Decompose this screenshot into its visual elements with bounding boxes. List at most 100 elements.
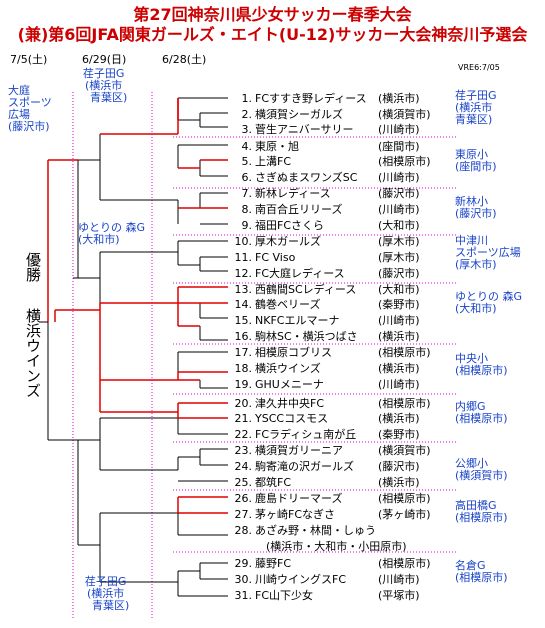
team-number: 6. [241,171,253,184]
team-number: 8. [241,203,253,216]
group-venue-line: (相模原市) [455,571,508,584]
team-number: 29. [234,557,253,570]
group-venue: 名倉G(相模原市) [455,560,508,584]
team-row: 29.藤野FC(相模原市) [228,557,431,570]
team-city: (平塚市) [378,589,420,602]
team-name: 相模原コブリス [255,346,332,359]
title-line1: 第27回神奈川県少女サッカー春季大会 [133,5,412,24]
team-city: (横須賀市) [378,444,431,457]
team-number: 18. [234,362,253,375]
team28-cities: (横浜市・大和市・小田原市) [266,540,407,553]
group-venue: 荏子田G(横浜市青葉区) [455,90,497,126]
team-number: 12. [234,267,253,280]
team-number: 22. [234,428,253,441]
team-row: 28.あざみ野・林間・しゅう [228,524,377,537]
group-venue-line: 荏子田G [455,89,497,102]
group-venue: 公郷小(横須賀市) [455,458,508,482]
team-city: (横浜市) [378,412,420,425]
team-city: (相模原市) [378,155,431,168]
team-name: 駒林SC・横浜つばさ [255,330,358,343]
team-row: 5.上溝FC(相模原市) [228,155,431,168]
team-number: 24. [234,460,253,473]
team-name: 西鶴間SCレディース [255,283,357,296]
group-venue-line: 高田橋G [455,499,497,512]
team-row: 26.鹿島ドリーマーズ(相模原市) [228,492,431,505]
team-city: (横浜市) [378,476,420,489]
team-number: 31. [234,589,253,602]
team-row: 4.東原・旭(座間市) [228,140,420,153]
team-name: 福田FCさくら [255,219,325,232]
date-header-round1: 6/28(土) [162,53,207,66]
group-venue-line: (相模原市) [455,412,508,425]
venue-round2-yutori: ゆとりの 森G (大和市) [78,221,146,246]
group-venue-line: (横須賀市) [455,469,508,482]
team-row: 19.GHUメニーナ(川崎市) [228,378,420,391]
team-name: 横須賀ガリーニア [255,444,343,457]
team-number: 26. [234,492,253,505]
team-name: あざみ野・林間・しゅう [255,524,376,537]
team-city: (横浜市) [378,330,420,343]
team-name: 東原・旭 [255,140,299,153]
team-number: 13. [234,283,253,296]
group-venue: 内郷G(相模原市) [455,401,508,425]
team-number: 3. [241,123,253,136]
team-row: 23.横須賀ガリーニア(横須賀市) [228,444,431,457]
team-row: 15.NKFCエルマーナ(川崎市) [228,314,420,327]
team-number: 11. [234,251,253,264]
team-number: 7. [241,187,253,200]
team-row: 22.FCラディシュ南が丘(秦野市) [228,428,420,441]
team-city: (川崎市) [378,123,420,136]
team-name: 津久井中央FC [255,397,325,410]
team-name: さぎぬまスワンズSC [255,171,358,184]
team-city: (茅ヶ崎市) [378,508,431,521]
team-number: 27. [234,508,253,521]
team-row: 1.FCすすき野レディース (横浜市) [228,92,420,105]
team-row: 21.YSCCコスモス(横浜市) [228,412,420,425]
team-name: 藤野FC [255,557,292,570]
team-name: FCラディシュ南が丘 [255,428,357,441]
date-header-round2: 6/29(日) [82,53,127,66]
team-number: 1. [241,92,253,105]
team-name: 茅ヶ崎FCなぎさ [255,508,336,521]
team-name: FCすすき野レディース [255,92,367,105]
team-name: 横須賀シーガルズ [255,108,343,121]
group-venue: 中央小(相模原市) [455,353,508,377]
team-row: 18.横浜ウインズ (横浜市) [228,362,420,375]
team-city: (藤沢市) [378,460,420,473]
group-venue: ゆとりの 森G(大和市) [455,291,522,315]
team-city: (川崎市) [378,203,420,216]
team-row: 11.FC Viso(厚木市) [228,251,420,264]
team-number: 5. [241,155,253,168]
group-venue: 高田橋G(相模原市) [455,500,508,524]
team-row: 3.菅生アニバーサリー(川崎市) [228,123,420,136]
team-row: 17.相模原コブリス(相模原市) [228,346,431,359]
group-venue-line: 東原小 [455,148,488,161]
team-city: (藤沢市) [378,187,420,200]
team-city: (横浜市) [378,362,420,375]
group-venue-line: スポーツ広場 [455,246,521,259]
team-number: 10. [234,235,253,248]
group-venue-line: (相模原市) [455,364,508,377]
team-city: (大和市) [378,219,420,232]
group-venue-line: (大和市) [455,302,497,315]
team-number: 14. [234,298,253,311]
champion-label: 優勝 [24,252,42,282]
team-row: 6.さぎぬまスワンズSC(川崎市) [228,171,420,184]
team-city: (大和市) [378,283,420,296]
team-city: (横須賀市) [378,108,431,121]
team-name: 鹿島ドリーマーズ [255,492,343,505]
team-name: 新林レディース [255,187,331,200]
team-city: (秦野市) [378,298,420,311]
team-row: 25.都筑FC(横浜市) [228,476,420,489]
team-city: (横浜市) [378,92,420,105]
group-venue-line: (座間市) [455,160,497,173]
team-row: 20.津久井中央FC(相模原市) [228,397,431,410]
group-venue-line: 名倉G [455,559,486,572]
team-name: 横浜ウインズ [255,362,321,375]
team-number: 2. [241,108,253,121]
venue-round2-bottom: 荏子田G (横浜市 青葉区) [84,575,130,612]
team-number: 30. [234,573,253,586]
group-venue-line: 内郷G [455,400,486,413]
team-name: 川崎ウイングスFC [255,573,347,586]
version-label: VRE6:7/05 [458,63,500,72]
